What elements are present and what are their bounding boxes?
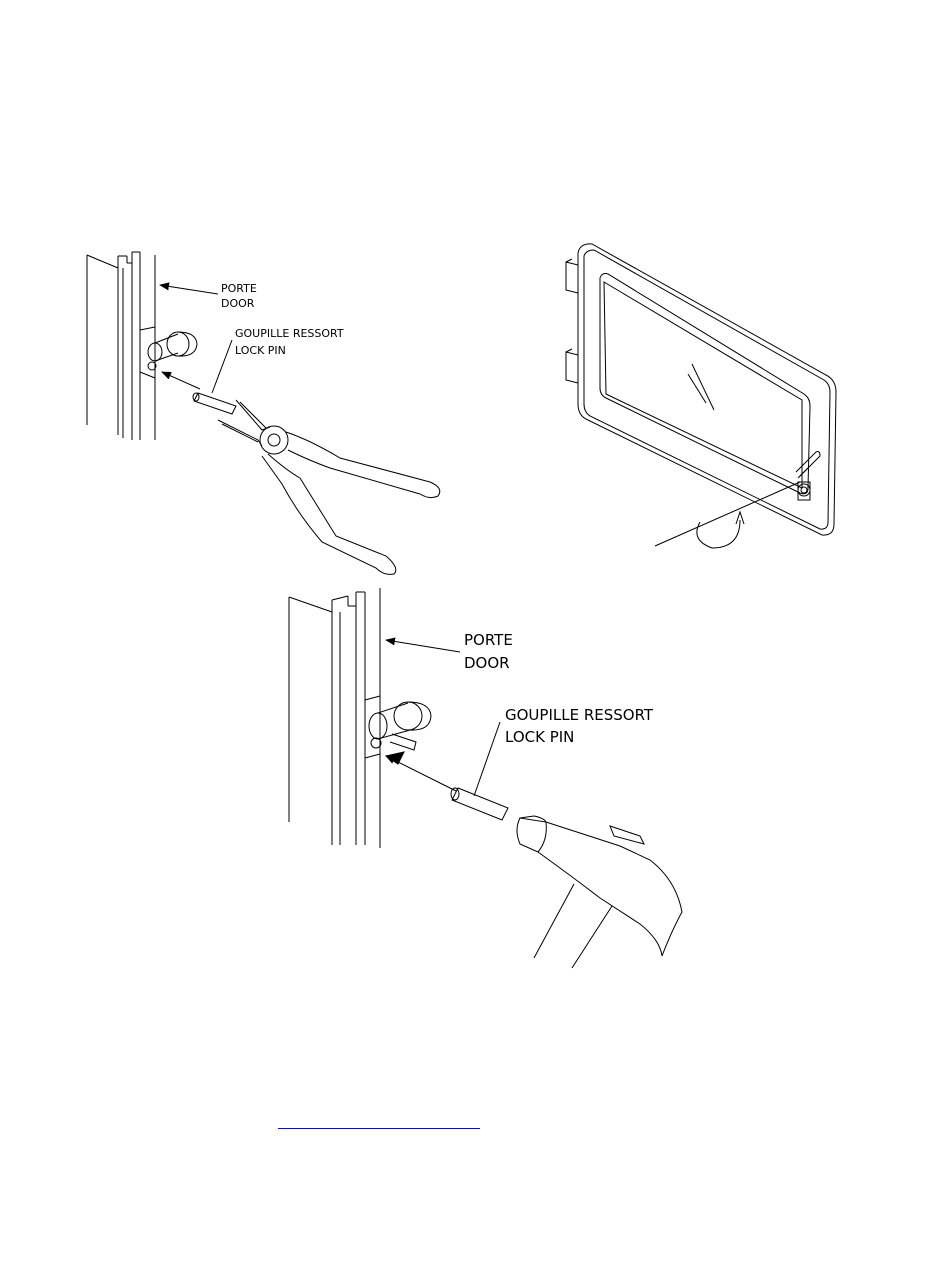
label-door-fr-1: PORTE xyxy=(221,282,257,295)
label-pin-en-2: LOCK PIN xyxy=(505,728,574,746)
leader-pin-1 xyxy=(212,340,232,393)
door-hinges xyxy=(566,259,578,383)
label-pin-fr-1: GOUPILLE RESSORT xyxy=(235,327,344,340)
leader-door-2 xyxy=(386,640,460,652)
door-frame-2 xyxy=(289,588,380,848)
glass-panel xyxy=(600,274,810,494)
leader-pin-2 xyxy=(474,722,500,796)
footer-link[interactable] xyxy=(278,1128,480,1129)
label-door-en-1: DOOR xyxy=(221,297,255,310)
pin-direction-arrow-1 xyxy=(162,372,200,389)
lock-pin-2 xyxy=(451,788,508,820)
door-frame-1 xyxy=(87,252,155,440)
figure-pliers-remove-pin xyxy=(87,252,440,574)
label-pin-en-1: LOCK PIN xyxy=(235,344,286,357)
leader-door-1 xyxy=(160,285,218,294)
pliers-icon xyxy=(218,400,440,574)
hammer-icon xyxy=(517,816,682,968)
label-pin-fr-2: GOUPILLE RESSORT xyxy=(505,706,654,724)
label-door-fr-2: PORTE xyxy=(464,631,513,649)
hinge-barrel-2 xyxy=(369,702,431,750)
figure-stove-door xyxy=(566,244,836,548)
lock-pin-1 xyxy=(193,393,236,414)
label-door-en-2: DOOR xyxy=(464,654,510,672)
